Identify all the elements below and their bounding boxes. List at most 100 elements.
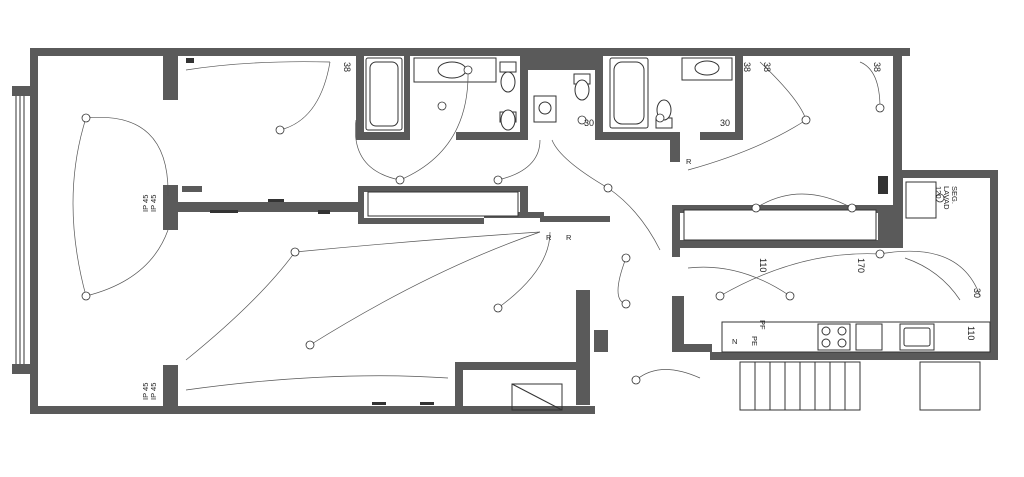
light-living-2 <box>493 303 503 313</box>
closet-wall-left <box>358 186 364 224</box>
hall-wall-bottom <box>576 290 590 405</box>
label-h38-a: 38 <box>342 62 352 72</box>
label-h170: 170 <box>856 258 866 273</box>
label-h30-bath2: 30 <box>720 118 730 128</box>
bottom-wall-left <box>30 406 595 414</box>
electrical-wiring <box>72 61 981 391</box>
bedroom2-left-wall <box>735 50 743 140</box>
label-lavad: LAVAD <box>942 186 951 210</box>
light-kitchen-1 <box>785 291 795 301</box>
light-hall-3 <box>621 299 631 309</box>
bath2-bottom-wall <box>603 132 678 140</box>
label-r-b: R <box>566 233 572 242</box>
burner-2 <box>837 326 847 336</box>
light-living-1 <box>290 247 300 257</box>
light-kitchen-2 <box>875 249 885 259</box>
light-hall-2 <box>621 253 631 263</box>
label-h110-b: 110 <box>966 326 976 340</box>
light-toilet <box>577 115 587 125</box>
light-corridor-1 <box>395 175 405 185</box>
laundry-top-wall <box>893 170 998 178</box>
bath2-door-stub <box>670 132 680 162</box>
terrace-wall-mid <box>163 185 178 230</box>
bath1-left-wall <box>356 50 364 140</box>
cooktop-right <box>855 323 883 351</box>
socket-7 <box>318 210 330 214</box>
toilet-2-bowl <box>574 79 590 101</box>
label-pf: PF <box>758 320 767 330</box>
socket-4 <box>372 402 386 405</box>
closet-1 <box>367 191 519 217</box>
kitchen-closet-bottom <box>680 240 890 248</box>
burner-3 <box>821 338 831 348</box>
kitchen-bottom-wall <box>710 352 998 360</box>
bath2-fixtures <box>609 57 733 129</box>
toilet-room-fixtures <box>533 73 591 123</box>
label-r-c: R <box>686 157 692 166</box>
washing-machine <box>905 181 937 219</box>
kitchen-closet-top <box>672 205 882 213</box>
light-hall <box>603 183 613 193</box>
sink-3 <box>694 60 720 76</box>
label-ip45-bottom-2: IP 45 <box>149 383 158 400</box>
light-corridor-2 <box>493 175 503 185</box>
kitchen-closet-left <box>672 205 680 257</box>
balcony-window <box>15 96 25 364</box>
bath1-fixtures <box>365 57 517 131</box>
closet-2 <box>683 209 877 241</box>
socket-2 <box>268 199 284 202</box>
light-bath2 <box>655 113 665 123</box>
light-balcony-2 <box>81 291 91 301</box>
label-ip45-top: IP 45 <box>141 195 150 212</box>
light-bedroom2-2 <box>875 103 885 113</box>
light-entry <box>631 375 641 385</box>
entry-right-wall-bottom <box>684 344 712 352</box>
light-bath1-2 <box>437 101 447 111</box>
toilet-1-tank <box>499 61 517 73</box>
light-balcony-1 <box>81 113 91 123</box>
kitchen-counter <box>721 321 991 353</box>
bathtub-2-basin <box>613 61 645 125</box>
bath1-bottom-wall-right <box>456 132 526 140</box>
sink-2-basin <box>538 101 552 115</box>
label-r-a: R <box>546 233 552 242</box>
toilet-top-wall <box>528 56 603 70</box>
closets <box>367 181 937 241</box>
entry-right-wall <box>672 296 684 352</box>
socket-1 <box>186 58 194 63</box>
stairs <box>511 361 981 411</box>
terrace-wall-top <box>163 48 178 100</box>
label-h30-bath1: 30 <box>584 118 594 128</box>
sink-1 <box>437 61 467 79</box>
entry-left-wall <box>455 362 463 414</box>
toilet-1-bowl <box>500 71 516 93</box>
bath1-bottom-wall <box>364 132 409 140</box>
terrace-wall-bottom <box>163 365 178 414</box>
label-h110-a: 110 <box>758 258 768 272</box>
right-wall-lower <box>990 170 998 360</box>
annotations: IP 45 IP 45 IP 45 IP 45 38 38 38 38 30 3… <box>141 62 982 400</box>
right-wall-upper <box>893 48 902 178</box>
light-kitchen-3 <box>715 291 725 301</box>
label-seg: SEG. <box>950 186 959 204</box>
corridor-wall-left <box>178 202 358 212</box>
label-ip45-top-2: IP 45 <box>149 195 158 212</box>
balcony-jamb-bottom <box>12 364 38 374</box>
light-closet-2 <box>847 203 857 213</box>
bath2-left-wall <box>595 56 603 140</box>
light-laundry <box>935 193 945 203</box>
label-ip45-bottom: IP 45 <box>141 383 150 400</box>
socket-3 <box>210 210 238 213</box>
top-wall <box>30 48 910 56</box>
left-wall <box>30 48 38 412</box>
elevator-block <box>919 361 981 411</box>
socket-5 <box>420 402 434 405</box>
light-bedroom1 <box>275 125 285 135</box>
label-n: N <box>732 337 737 346</box>
light-closet-1 <box>751 203 761 213</box>
hall-pillar <box>594 330 608 352</box>
entry-top-wall <box>455 362 580 370</box>
socket-6 <box>878 176 888 194</box>
label-h38-d: 38 <box>872 62 882 72</box>
